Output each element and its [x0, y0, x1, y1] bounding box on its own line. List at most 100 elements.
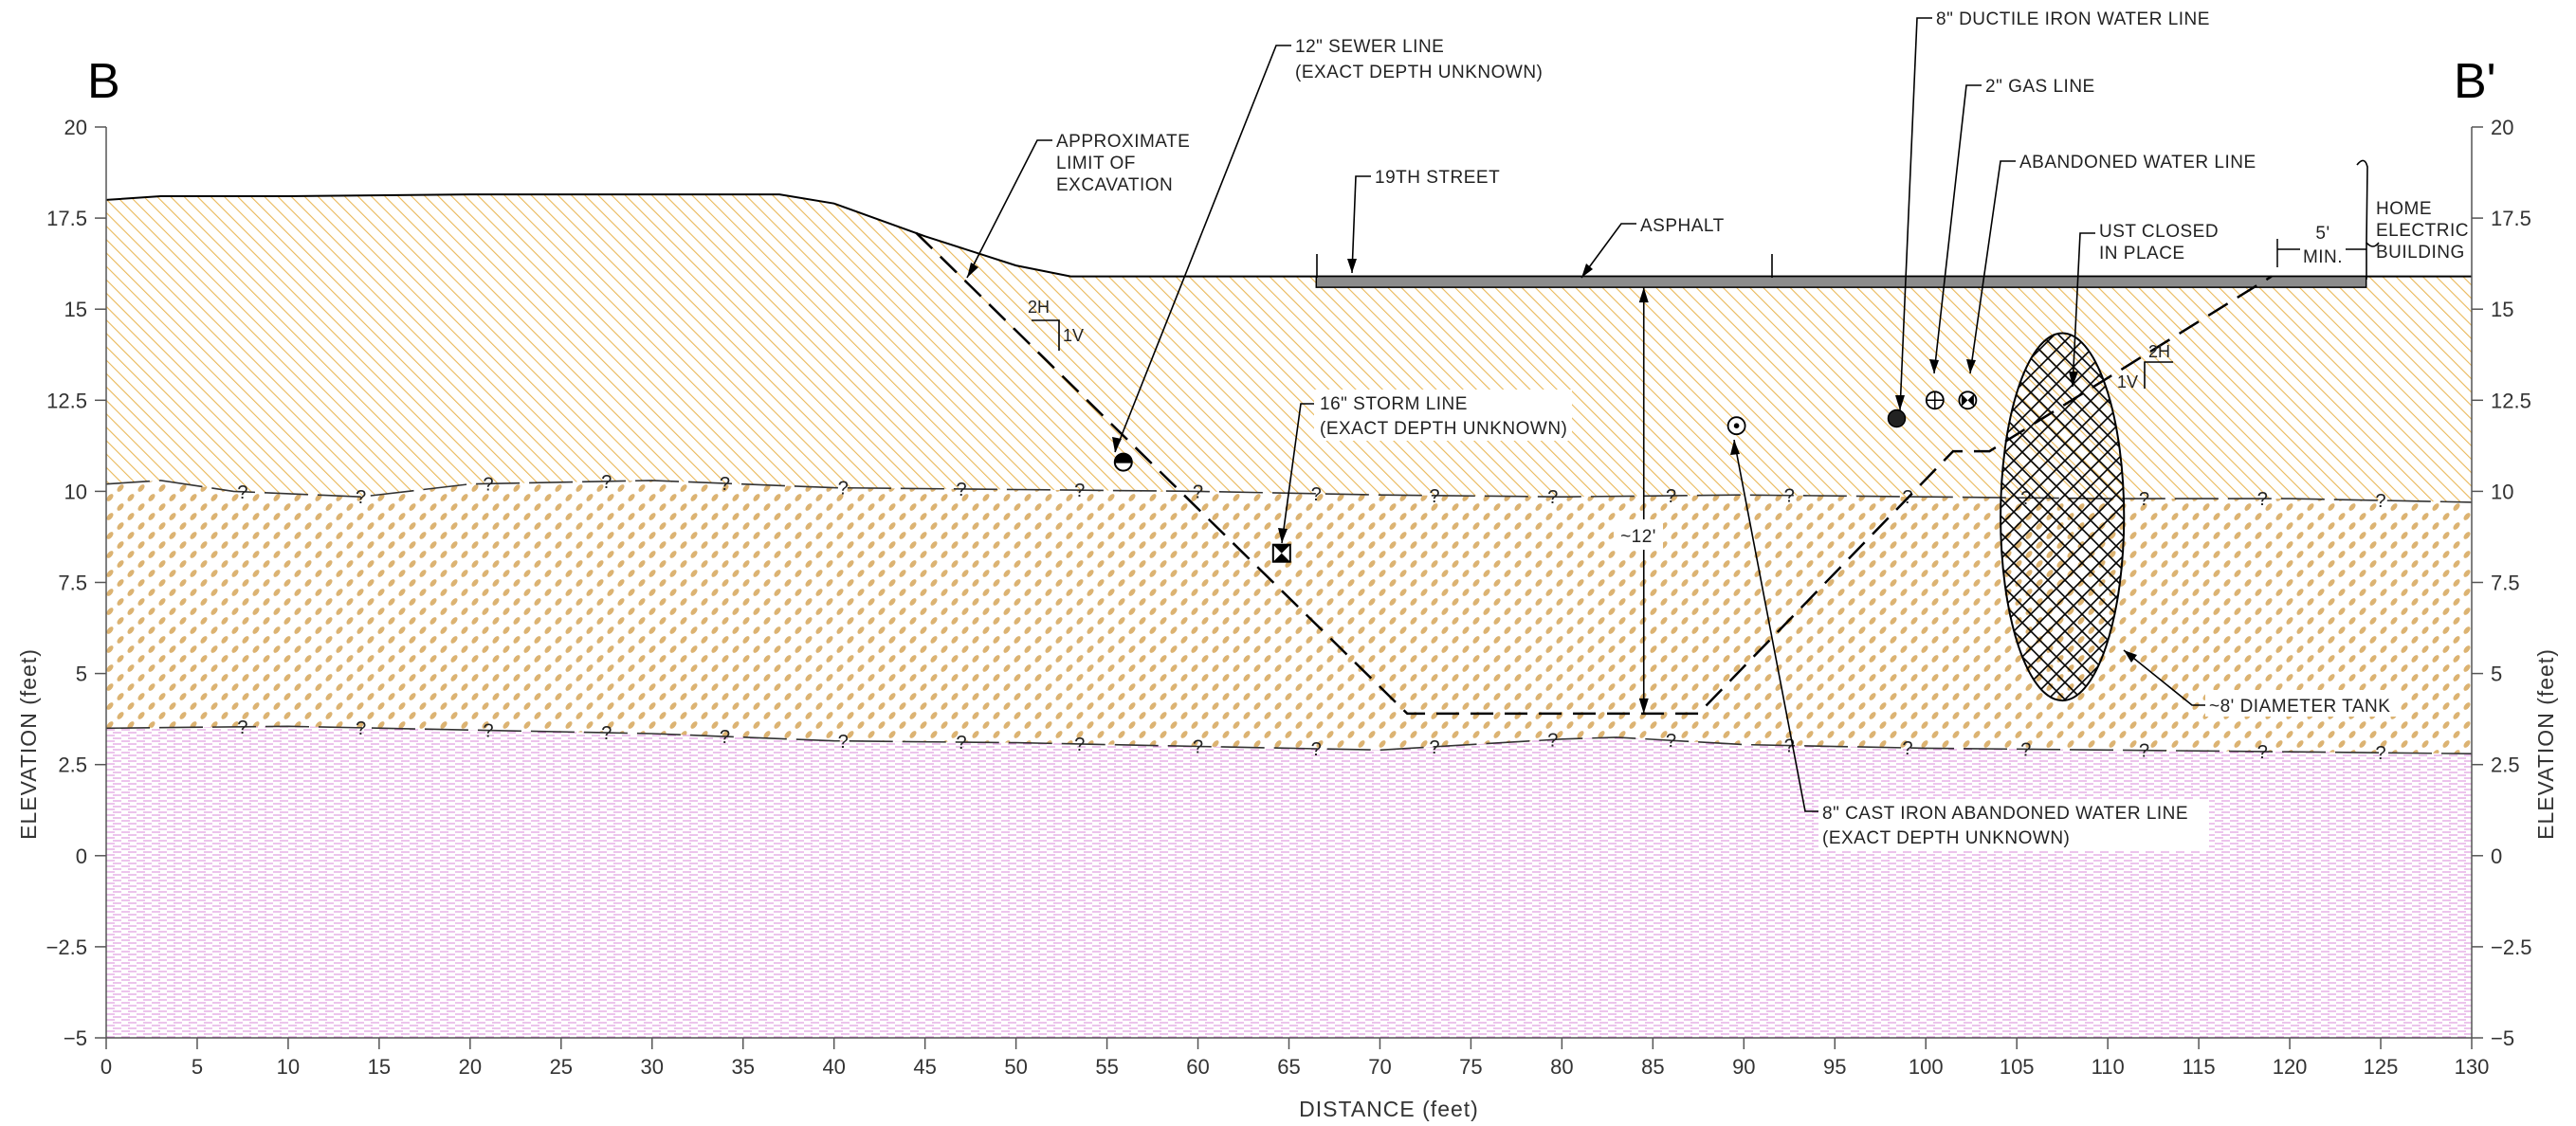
ductile-leader: [1899, 17, 1932, 411]
x-tick-label: 10: [277, 1055, 300, 1079]
uncertain-marker: ?: [356, 487, 366, 508]
storm-line-symbol: [1271, 543, 1291, 563]
y-tick-label-left: −5: [64, 1026, 87, 1050]
slope-left-h-label: 2H: [1028, 298, 1050, 317]
x-tick-label: 45: [913, 1055, 936, 1079]
annotation-leaders: [966, 17, 2380, 812]
uncertain-marker: ?: [483, 474, 493, 495]
storm-label-bg: [1314, 390, 1572, 441]
gas-leader: [1933, 84, 1982, 374]
sewer-leader: [1114, 45, 1291, 453]
y-tick-label-left: 0: [76, 844, 87, 868]
approx-limit-leader: [966, 139, 1052, 279]
uncertain-marker: ?: [720, 474, 730, 495]
x-tick-label: 110: [2092, 1055, 2125, 1079]
soil-layer-top: [106, 194, 2472, 502]
x-tick-label: 125: [2364, 1055, 2399, 1079]
street-leader: [1351, 175, 1371, 274]
ground-surface-line: [105, 193, 2472, 278]
building-break-symbol: [2356, 159, 2380, 247]
x-tick-label: 70: [1368, 1055, 1391, 1079]
asphalt-leader: [1580, 223, 1636, 279]
layer-boundary-lower: [105, 725, 2473, 754]
x-tick-label: 120: [2273, 1055, 2308, 1079]
y-tick-label-left: 12.5: [46, 389, 87, 412]
x-tick-label: 30: [641, 1055, 664, 1079]
gas-arrowhead: [1929, 359, 1939, 373]
uncertain-marker: ?: [601, 723, 612, 744]
y-axis-title-right: ELEVATION (feet): [2533, 648, 2558, 840]
asphalt-arrowhead: [1581, 263, 1593, 278]
abandoned-water-line-symbol: [1958, 390, 1978, 410]
dimension-12ft: ~12': [1614, 287, 1663, 714]
y-tick-label-left: 2.5: [58, 754, 87, 777]
abandoned-leader: [1969, 160, 2016, 374]
abandoned-arrowhead: [1966, 359, 1976, 373]
sewer-line-label-2: (EXACT DEPTH UNKNOWN): [1295, 63, 1543, 82]
ust-label-2: IN PLACE: [2099, 244, 2185, 263]
uncertain-marker: ?: [1784, 736, 1795, 757]
uncertain-marker: ?: [1547, 487, 1558, 508]
uncertain-marker: ?: [1902, 738, 1912, 759]
x-tick-label: 15: [368, 1055, 391, 1079]
x-tick-label: 35: [731, 1055, 754, 1079]
street-label: 19TH STREET: [1375, 168, 1500, 188]
castiron-line-label-2: (EXACT DEPTH UNKNOWN): [1822, 828, 2070, 848]
uncertain-marker: ?: [1784, 486, 1795, 507]
dimension-5ft: [2276, 239, 2366, 267]
uncertain-marker: ?: [2257, 742, 2268, 763]
tank-label-bg: [2205, 690, 2401, 717]
sewer-line-symbol: [1113, 452, 1133, 472]
uncertain-marker: ?: [2257, 489, 2268, 510]
ductile-line-label: 8" DUCTILE IRON WATER LINE: [1936, 9, 2210, 29]
y-tick-label-right: 0: [2491, 844, 2502, 868]
y-tick-label-left: 15: [64, 298, 87, 321]
y-tick-label-right: 17.5: [2491, 207, 2531, 230]
y-tick-label-left: 7.5: [58, 572, 87, 595]
approx-limit-label-1: APPROXIMATE: [1056, 132, 1190, 152]
ust-leader: [2072, 232, 2095, 388]
slope-right-h-label: 2H: [2148, 342, 2170, 361]
sewer-line-label-1: 12" SEWER LINE: [1295, 37, 1444, 57]
castiron-label-bg: [1818, 799, 2209, 850]
x-tick-label: 20: [459, 1055, 482, 1079]
uncertain-marker: ?: [1429, 737, 1439, 758]
y-tick-label-right: 20: [2491, 116, 2513, 139]
slope-left-v-label: 1V: [1063, 326, 1084, 345]
uncertain-marker: ?: [1074, 481, 1085, 501]
excavation-limit-line: [915, 231, 2273, 716]
castiron-leader: [1733, 439, 1820, 812]
slope-left-triangle: [1032, 319, 1060, 351]
uncertain-marker: ?: [1311, 484, 1322, 505]
asphalt-label: ASPHALT: [1640, 216, 1725, 236]
storm-line-label-1: 16" STORM LINE: [1320, 394, 1468, 414]
storm-leader: [1281, 403, 1316, 544]
uncertain-marker: ?: [1429, 486, 1439, 507]
section-label-left: B: [87, 54, 120, 109]
approx-limit-label-3: EXCAVATION: [1056, 175, 1173, 195]
uncertain-marker: ?: [1547, 730, 1558, 751]
uncertain-marker: ?: [237, 482, 247, 503]
uncertain-marker: ?: [1311, 739, 1322, 760]
x-tick-label: 5: [192, 1055, 203, 1079]
soil-layer-bottom: [106, 726, 2472, 1038]
x-tick-label: 0: [100, 1055, 112, 1079]
y-tick-label-left: −2.5: [46, 935, 87, 959]
castiron-arrowhead: [1730, 440, 1740, 455]
dimension-12ft-arrow-bottom: [1638, 698, 1649, 714]
ductile-iron-water-line-symbol: [1887, 409, 1907, 428]
x-tick-label: 65: [1277, 1055, 1300, 1079]
callout-labels: 12" SEWER LINE (EXACT DEPTH UNKNOWN) 8" …: [1056, 9, 2468, 850]
storm-line-label-2: (EXACT DEPTH UNKNOWN): [1320, 419, 1567, 439]
sewer-arrowhead: [1112, 437, 1122, 452]
uncertain-marker: ?: [2375, 743, 2385, 764]
uncertain-marker: ?: [1666, 486, 1676, 507]
uncertain-marker: ?: [956, 480, 966, 500]
uncertain-marker: ?: [2139, 489, 2149, 510]
x-tick-label: 95: [1823, 1055, 1846, 1079]
x-tick-label: 115: [2183, 1055, 2216, 1079]
uncertain-marker: ?: [483, 721, 493, 742]
soil-layers: [106, 194, 2472, 1038]
